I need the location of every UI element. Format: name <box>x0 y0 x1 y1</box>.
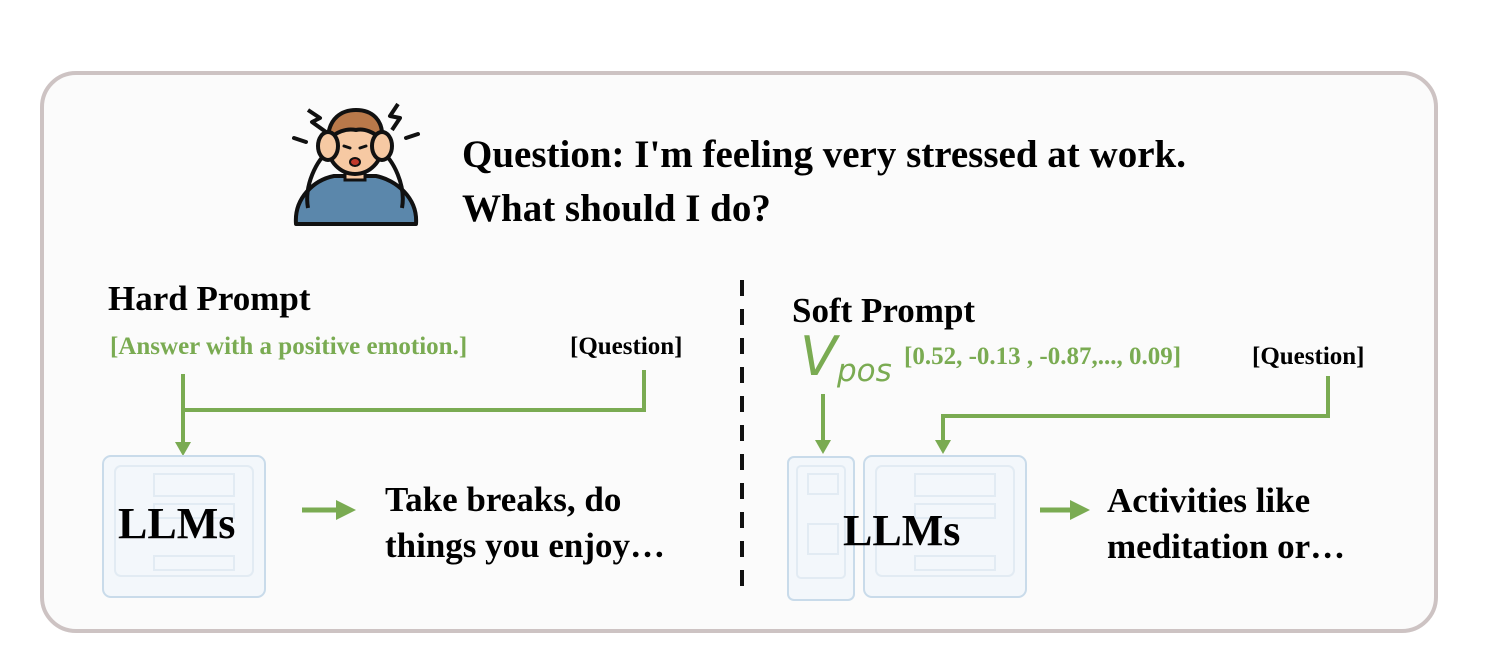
soft-prompt-question-connector <box>935 376 1330 454</box>
llm-left-label: LLMs <box>118 499 236 548</box>
soft-response-line-1: Activities like <box>1107 481 1311 520</box>
soft-prompt-title: Soft Prompt <box>792 291 976 330</box>
llm-block-right <box>863 455 1027 598</box>
hard-prompt-question-tag: [Question] <box>570 333 683 360</box>
hard-prompt-instruction: [Answer with a positive emotion.] <box>110 333 468 360</box>
vector-symbol-main: V <box>800 325 837 388</box>
soft-prompt-vector-symbol: Vpos <box>800 325 892 389</box>
vector-symbol-subscript: pos <box>836 353 892 389</box>
soft-prompt-module-box <box>787 456 855 601</box>
question-line-2: What should I do? <box>462 187 771 230</box>
hard-output-arrow <box>302 500 356 520</box>
figure-panel <box>40 71 1438 633</box>
question-text: Question: I'm feeling very stressed at w… <box>462 128 1186 236</box>
hard-response-line-2: things you enjoy… <box>385 526 666 565</box>
soft-prompt-question-tag: [Question] <box>1252 343 1365 370</box>
soft-response-line-2: meditation or… <box>1107 527 1346 566</box>
llm-right-label: LLMs <box>843 506 961 555</box>
hard-prompt-title: Hard Prompt <box>108 279 311 318</box>
soft-output-arrow <box>1040 500 1090 520</box>
hard-prompt-response: Take breaks, do things you enjoy… <box>385 477 665 569</box>
hard-prompt-arrowhead <box>175 442 191 456</box>
question-line-1: Question: I'm feeling very stressed at w… <box>462 133 1186 176</box>
hard-response-line-1: Take breaks, do <box>385 480 622 519</box>
stressed-person-icon <box>292 102 420 226</box>
llm-block-left <box>102 455 266 598</box>
soft-prompt-vector-connector <box>815 394 831 454</box>
soft-prompt-response: Activities like meditation or… <box>1107 478 1345 570</box>
hard-prompt-connector <box>181 370 646 444</box>
soft-prompt-vector-values: [0.52, -0.13 , -0.87,..., 0.09] <box>904 343 1182 370</box>
